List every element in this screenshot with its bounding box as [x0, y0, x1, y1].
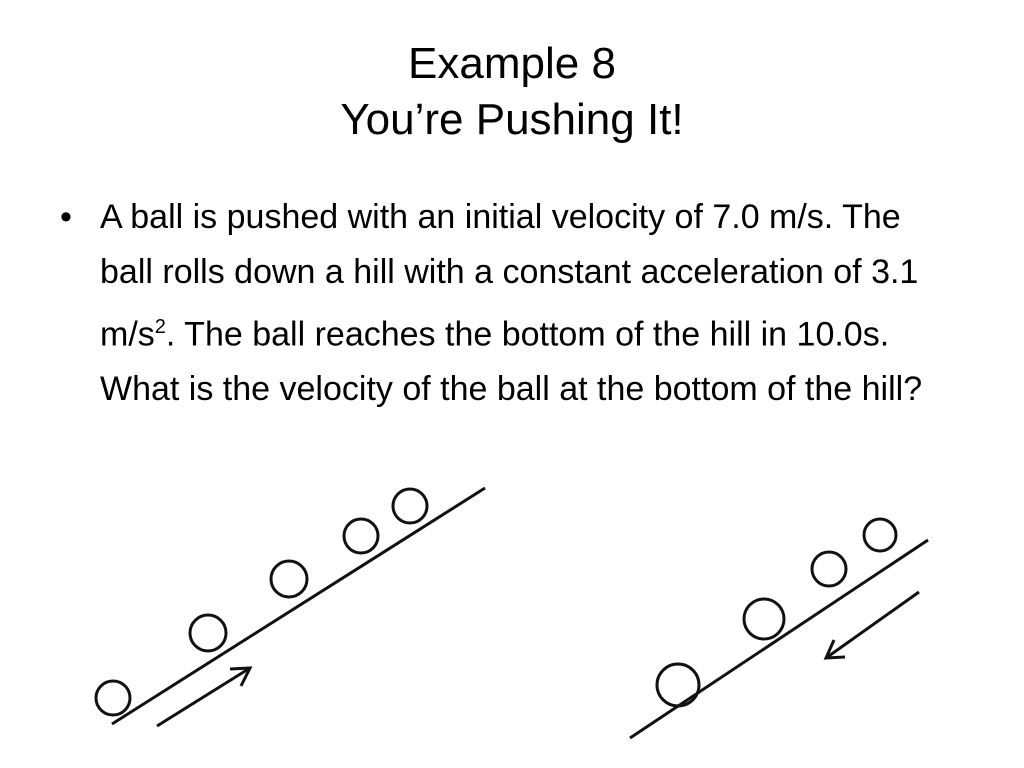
ball	[655, 662, 701, 708]
ball	[342, 517, 380, 555]
right-hill-diagram	[629, 517, 929, 740]
ball	[94, 679, 132, 717]
hill-figure	[94, 486, 929, 740]
ball	[742, 597, 786, 641]
title-line-2: You’re Pushing It!	[340, 95, 684, 144]
ball	[188, 613, 228, 653]
ball	[862, 517, 898, 553]
ball	[269, 559, 309, 599]
arrow-up-right-icon	[156, 666, 253, 728]
ball	[391, 487, 429, 525]
title-line-1: Example 8	[408, 39, 616, 88]
ball	[810, 550, 848, 588]
bullet-text-part-2: . The ball reaches the bottom of the hil…	[100, 315, 923, 409]
slide-title: Example 8 You’re Pushing It!	[0, 36, 1024, 148]
left-hill-diagram	[94, 486, 486, 728]
bullet-icon: •	[60, 198, 72, 236]
right-hill-line	[629, 538, 929, 740]
arrow-down-left-icon	[823, 590, 920, 660]
bullet-item: • A ball is pushed with an initial veloc…	[60, 190, 960, 417]
body-list: • A ball is pushed with an initial veloc…	[60, 190, 960, 417]
left-hill-line	[111, 486, 486, 726]
bullet-superscript: 2	[154, 316, 166, 338]
bullet-text-part-1: A ball is pushed with an initial velocit…	[100, 198, 919, 354]
